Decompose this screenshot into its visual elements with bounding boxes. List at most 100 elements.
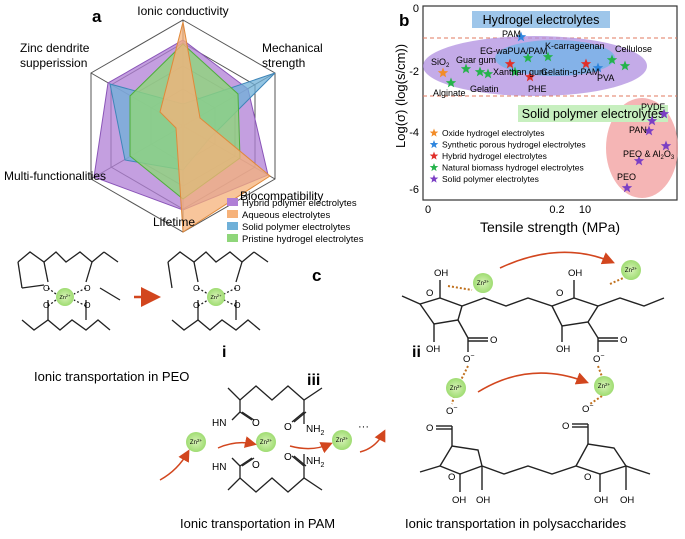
pam-o3: O bbox=[284, 422, 292, 433]
pam-nh2-1: NH2 bbox=[306, 424, 324, 437]
point-guar-2 bbox=[474, 66, 486, 77]
label-cellulose: Cellulose bbox=[615, 44, 652, 54]
ominus-1: O− bbox=[463, 353, 474, 365]
zn-pam-3-label: Zn2+ bbox=[336, 436, 349, 444]
oh-7: OH bbox=[594, 495, 608, 506]
zn-ion-pam-2 bbox=[256, 432, 276, 452]
scatter-legend-item-1: Synthetic porous hydrogel electrolytes bbox=[442, 140, 586, 150]
scatter-legend-item-0: Oxide hydrogel electrolytes bbox=[442, 128, 545, 138]
ytick-neg2: -2 bbox=[409, 66, 419, 78]
label-pan: PAN bbox=[629, 125, 647, 135]
xtick-0-2: 0.2 bbox=[549, 204, 564, 216]
point-guar bbox=[460, 63, 472, 74]
poly-bottom-atoms: O− O− O O OH OH OH OH O O bbox=[426, 403, 634, 506]
point-peo bbox=[621, 182, 633, 193]
o-c2: O bbox=[620, 335, 627, 346]
ring-o-4: O bbox=[584, 472, 591, 483]
peo-right-oxygens: O O O O bbox=[193, 283, 241, 310]
ring-o-1: O bbox=[426, 288, 433, 299]
legend-aqueous: Aqueous electrolytes bbox=[242, 210, 330, 221]
xtick-0: 0 bbox=[425, 204, 431, 216]
ominus-2: O− bbox=[593, 353, 604, 365]
label-alginate: Alginate bbox=[433, 88, 466, 98]
zn-poly-4-label: Zn2+ bbox=[598, 382, 611, 390]
ytick-neg4: -4 bbox=[409, 127, 419, 139]
zn-pam-1-label: Zn2+ bbox=[190, 438, 203, 446]
hydrogel-group-label: Hydrogel electrolytes bbox=[483, 13, 600, 27]
point-kcarr bbox=[542, 51, 554, 62]
label-egwa: EG-waPUA/PAM bbox=[480, 46, 547, 56]
solid-group-label: Solid polymer electrolytes bbox=[522, 107, 664, 121]
oh-5: OH bbox=[452, 495, 466, 506]
o-c3: O bbox=[426, 423, 433, 434]
y-ticks: -6 -4 -2 0 bbox=[409, 3, 419, 196]
poly-top bbox=[401, 280, 665, 352]
point-cellulose bbox=[606, 54, 618, 65]
ytick-0: 0 bbox=[413, 3, 419, 15]
legend-swatch-aqueous bbox=[227, 210, 238, 218]
legend-swatch-pristine bbox=[227, 234, 238, 242]
oh-6: OH bbox=[476, 495, 490, 506]
point-peoal bbox=[660, 140, 672, 151]
zn-ion-poly-3 bbox=[446, 378, 466, 398]
arrow-pam-4 bbox=[359, 429, 386, 453]
pam-hn2: HN bbox=[212, 462, 226, 473]
ring-o-3: O bbox=[448, 472, 455, 483]
o-c4: O bbox=[562, 421, 569, 432]
solid-group-box bbox=[518, 105, 668, 122]
peo-o4: O bbox=[84, 300, 91, 310]
legend-star-1 bbox=[429, 140, 439, 149]
peo-o2: O bbox=[84, 283, 91, 293]
legend-star-0 bbox=[429, 128, 439, 137]
point-pvdf-2 bbox=[646, 115, 658, 126]
solid-region bbox=[606, 98, 678, 198]
poly-bottom bbox=[419, 423, 651, 492]
peo-r-o1: O bbox=[193, 283, 200, 293]
zn-ion-poly-1 bbox=[473, 273, 493, 293]
oh-4: OH bbox=[556, 344, 570, 355]
axis-multi-functionalities: Multi-functionalities bbox=[4, 169, 106, 183]
peo-o3: O bbox=[43, 300, 50, 310]
legend-star-4 bbox=[429, 174, 439, 183]
point-xanthan bbox=[482, 68, 494, 79]
scatter-legend-item-3: Natural biomass hydrogel electrolytes bbox=[442, 163, 584, 173]
legend-solid: Solid polymer electrolytes bbox=[242, 222, 350, 233]
label-kcarr: K-carrageenan bbox=[545, 41, 605, 51]
point-gelatin-g-pam bbox=[580, 58, 592, 69]
radar-series-aqueous bbox=[159, 21, 271, 233]
point-xanthan-2 bbox=[509, 66, 521, 77]
label-peo: PEO bbox=[617, 172, 636, 182]
label-pva: PVA bbox=[597, 73, 614, 83]
label-i: i bbox=[222, 344, 226, 361]
xtick-10: 10 bbox=[579, 204, 591, 216]
pam-o2: O bbox=[252, 460, 260, 471]
axis-ionic-conductivity: Ionic conductivity bbox=[137, 4, 228, 18]
zn-ion-poly-4 bbox=[594, 376, 614, 396]
legend-swatch-solid bbox=[227, 222, 238, 230]
caption-pam: Ionic transportation in PAM bbox=[180, 516, 335, 531]
zn-ion-pam-3 bbox=[332, 430, 352, 450]
legend-star-2 bbox=[429, 151, 439, 160]
peo-right bbox=[167, 251, 269, 331]
oh-1: OH bbox=[434, 268, 448, 279]
label-guar: Guar gum bbox=[456, 55, 496, 65]
panel-c-letter: c bbox=[312, 266, 321, 285]
oh-2: OH bbox=[568, 268, 582, 279]
hydrogel-region-inner bbox=[495, 40, 615, 76]
zn-ion-poly-2 bbox=[621, 260, 641, 280]
label-peoal: PEO & Al2O3 bbox=[623, 149, 675, 161]
label-ii: ii bbox=[412, 344, 421, 361]
zn-ion-peo-right bbox=[207, 288, 225, 306]
peo-r-o3: O bbox=[193, 300, 200, 310]
zn-poly-3-label: Zn2+ bbox=[450, 384, 463, 392]
legend-pristine: Pristine hydrogel electrolytes bbox=[242, 234, 364, 245]
zn-poly-2-label: Zn2+ bbox=[625, 266, 638, 274]
radar-legend: Hybrid polymer electrolytes Aqueous elec… bbox=[227, 198, 364, 245]
axis-lifetime: Lifetime bbox=[153, 215, 195, 229]
legend-swatch-hybrid bbox=[227, 198, 238, 206]
axis-zinc-l2: supperission bbox=[20, 56, 87, 70]
legend-star-3 bbox=[429, 163, 439, 172]
label-phe: PHE bbox=[528, 84, 547, 94]
panel-b-letter: b bbox=[399, 11, 409, 30]
